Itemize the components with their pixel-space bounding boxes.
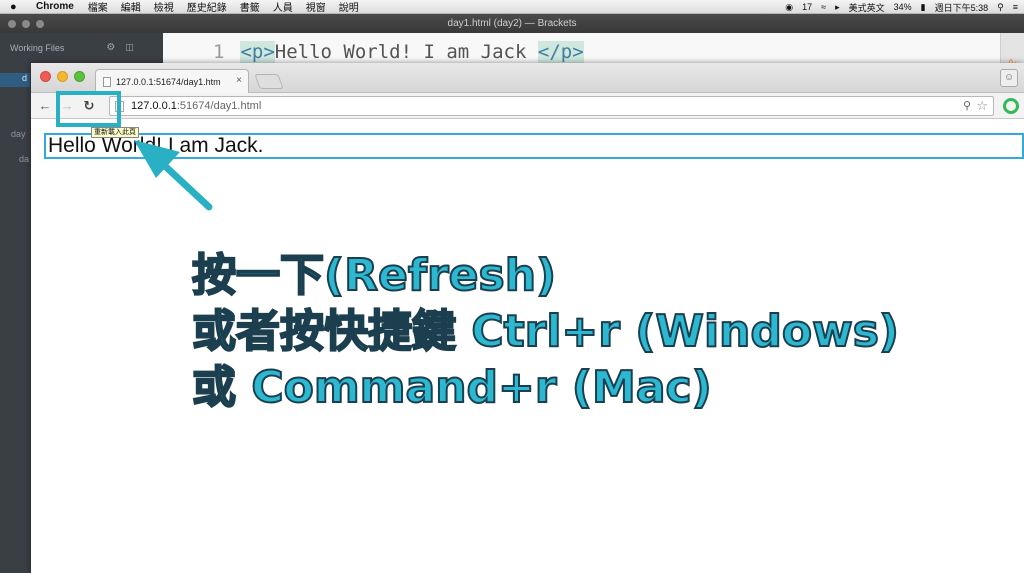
menubar-app-name[interactable]: Chrome xyxy=(36,1,74,12)
spotlight-search-icon[interactable]: ⚲ xyxy=(997,1,1004,12)
chrome-window: 127.0.0.1:51674/day1.htm × ☺ ← → ↻ 127.0… xyxy=(31,63,1024,573)
line-number: 1 xyxy=(213,41,225,63)
chrome-window-controls xyxy=(40,71,85,82)
input-method-label[interactable]: 美式英文 xyxy=(848,2,885,13)
tab-title: 127.0.0.1:51674/day1.htm xyxy=(116,76,221,87)
code-text: Hello World! I am Jack xyxy=(274,41,538,63)
working-file-item[interactable]: d xyxy=(0,73,30,87)
page-paragraph: Hello World! I am Jack. xyxy=(44,133,1024,159)
chrome-tabstrip: 127.0.0.1:51674/day1.htm × ☺ xyxy=(31,63,1024,93)
reload-tooltip: 重新載入此頁 xyxy=(91,127,139,138)
tab-close-icon[interactable]: × xyxy=(236,75,242,86)
menu-history[interactable]: 歷史紀錄 xyxy=(186,3,227,14)
menu-help[interactable]: 說明 xyxy=(338,3,359,14)
url-path: :51674/day1.html xyxy=(176,100,262,112)
reload-highlight-box xyxy=(56,91,121,127)
project-file-item[interactable]: da xyxy=(19,154,30,164)
browser-tab[interactable]: 127.0.0.1:51674/day1.htm × xyxy=(95,69,249,93)
code-line[interactable]: 1 <p>Hello World! I am Jack </p> xyxy=(213,41,584,63)
close-window-icon[interactable] xyxy=(40,71,51,82)
working-files-label: Working Files xyxy=(10,42,65,53)
close-window-icon[interactable] xyxy=(8,19,16,28)
status-count[interactable]: 17 xyxy=(802,2,813,12)
extension-icon[interactable] xyxy=(1003,98,1019,114)
status-icon[interactable]: ◉ xyxy=(785,1,794,12)
star-icon[interactable]: ☆ xyxy=(976,98,988,113)
url-host: 127.0.0.1 xyxy=(131,100,177,112)
project-folder-label[interactable]: day xyxy=(11,129,26,139)
instruction-annotation: 按一下(Refresh) 或者按快捷鍵 Ctrl+r (Windows) 或 C… xyxy=(191,248,900,416)
brackets-window-title: day1.html (day2) — Brackets xyxy=(447,18,577,29)
gear-icon[interactable]: ⚙ xyxy=(106,42,116,53)
clock[interactable]: 週日下午5:38 xyxy=(934,2,989,13)
profile-icon[interactable]: ☺ xyxy=(1000,69,1018,87)
address-bar[interactable]: 127.0.0.1:51674/day1.html ⚲ ☆ xyxy=(109,96,994,116)
instruction-line-3: 或 Command+r (Mac) xyxy=(191,361,713,414)
macos-menubar: ● Chrome 檔案 編輯 檢視 歷史紀錄 書籤 人員 視窗 說明 ◉ 17 … xyxy=(0,0,1024,14)
menu-edit[interactable]: 編輯 xyxy=(120,3,141,14)
minimize-window-icon[interactable] xyxy=(22,19,30,28)
code-open-tag: <p> xyxy=(240,41,275,63)
back-arrow-icon[interactable]: ← xyxy=(38,98,52,113)
page-icon xyxy=(103,76,111,87)
brackets-titlebar: day1.html (day2) — Brackets xyxy=(0,14,1024,33)
menubar-status-area: ◉ 17 ≈ ▸ 美式英文 34% ▮ 週日下午5:38 ⚲ ≡ xyxy=(776,0,1018,14)
volume-icon[interactable]: ▸ xyxy=(835,1,840,12)
maximize-window-icon[interactable] xyxy=(74,71,85,82)
instruction-line-1: 按一下(Refresh) xyxy=(191,249,557,302)
brackets-window-controls xyxy=(8,19,44,28)
menu-bookmarks[interactable]: 書籤 xyxy=(239,3,260,14)
working-files-header: Working Files ⚙ ◫ xyxy=(0,33,163,53)
battery-percent[interactable]: 34% xyxy=(893,2,912,12)
minimize-window-icon[interactable] xyxy=(57,71,68,82)
wifi-icon[interactable]: ≈ xyxy=(821,2,827,12)
zoom-icon[interactable]: ⚲ xyxy=(962,100,971,112)
menu-window[interactable]: 視窗 xyxy=(305,3,326,14)
notification-center-icon[interactable]: ≡ xyxy=(1012,2,1018,12)
chrome-toolbar: ← → ↻ 127.0.0.1:51674/day1.html ⚲ ☆ xyxy=(31,93,1024,119)
split-view-icon[interactable]: ◫ xyxy=(125,42,134,52)
menu-file[interactable]: 檔案 xyxy=(87,3,108,14)
menu-view[interactable]: 檢視 xyxy=(153,3,174,14)
battery-icon[interactable]: ▮ xyxy=(920,1,926,12)
forward-arrow-icon[interactable]: → xyxy=(60,98,74,113)
live-preview-icon[interactable]: ∿ xyxy=(1007,55,1018,69)
code-close-tag: </p> xyxy=(537,41,584,63)
maximize-window-icon[interactable] xyxy=(36,19,44,28)
instruction-line-2: 或者按快捷鍵 Ctrl+r (Windows) xyxy=(191,305,900,358)
apple-logo-icon[interactable]: ● xyxy=(10,0,17,13)
reload-icon[interactable]: ↻ xyxy=(83,98,95,113)
menu-people[interactable]: 人員 xyxy=(272,3,293,14)
